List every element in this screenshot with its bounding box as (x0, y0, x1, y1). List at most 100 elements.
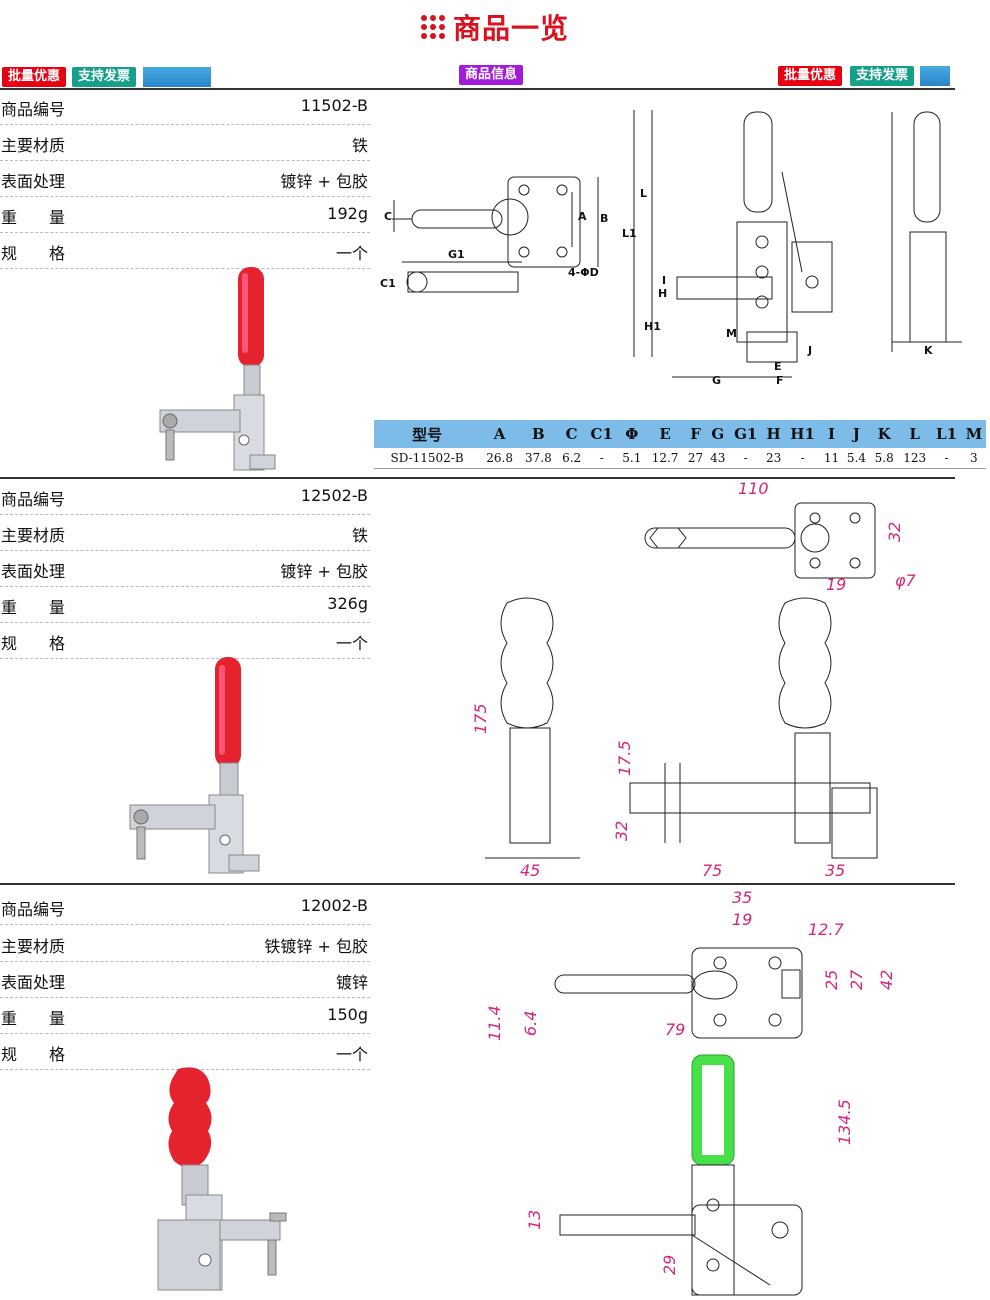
dim-label: G (712, 374, 721, 387)
dim-label: A (578, 210, 587, 223)
spec-row: 主要材质铁 (0, 124, 370, 161)
spec-key: 主要材质 (1, 937, 66, 956)
toggle-clamp-photo (129, 657, 260, 874)
dim-label: 6.4 (521, 1011, 540, 1036)
spec-value: 一个 (335, 1045, 368, 1064)
table-header-cell: G1 (728, 420, 763, 448)
table-header-cell: G (706, 420, 729, 448)
dim-label: 110 (738, 479, 769, 498)
spec-value: 11502-B (300, 96, 368, 115)
spec-value: 一个 (335, 634, 368, 653)
bulk-discount-tag-right: 批量优惠 (778, 66, 843, 86)
table-cell: 27 (684, 448, 707, 469)
table-header-cell: J (842, 420, 871, 448)
spec-key: 表面处理 (1, 973, 66, 992)
toggle-clamp-photo (157, 1067, 287, 1291)
page-title-wrap: 商品一览 (420, 7, 569, 47)
table-cell: 5.4 (842, 448, 871, 469)
spec-value: 326g (327, 594, 368, 613)
table-header-cell: F (684, 420, 707, 448)
dim-labels: 35 19 12.7 25 27 42 11.4 6.4 79 134.5 13… (485, 888, 896, 1275)
dim-label: H1 (644, 320, 661, 333)
spec-value: 铁镀锌 + 包胶 (264, 937, 368, 956)
dim-label: 75 (702, 861, 722, 880)
spec-key: 重 量 (1, 598, 66, 617)
dim-label: 12.7 (808, 920, 844, 939)
table-header-cell: I (820, 420, 843, 448)
dim-label: 32 (885, 522, 904, 542)
table-cell: SD-11502-B (374, 448, 481, 469)
technical-drawing-12502: 110 32 19 φ7 175 45 17.5 32 75 35 (471, 479, 917, 880)
dim-label: 134.5 (835, 1099, 854, 1145)
table-header-cell: E (645, 420, 685, 448)
spec-value: 镀锌 + 包胶 (280, 562, 368, 581)
product-info-tag: 商品信息 (459, 65, 524, 85)
spec-value: 192g (327, 204, 368, 223)
dim-label: 35 (825, 861, 845, 880)
table-cell: 11 (820, 448, 843, 469)
dim-label: C (384, 210, 392, 223)
table-cell: 23 (762, 448, 785, 469)
page-title: 商品一览 (452, 12, 569, 45)
spec-key: 表面处理 (1, 172, 66, 191)
spec-row: 表面处理 镀锌 (0, 961, 370, 998)
table-header-cell: L (898, 420, 932, 448)
dim-label: 32 (612, 821, 631, 841)
table-cell: 5.1 (617, 448, 646, 469)
table-cell: - (784, 448, 821, 469)
spec-row: 重 量 192g (0, 196, 370, 233)
spec-row: 主要材质 铁镀锌 + 包胶 (0, 925, 370, 962)
table-header-cell: K (870, 420, 899, 448)
dim-label: 29 (660, 1255, 679, 1275)
spec-key: 重 量 (1, 208, 66, 227)
table-cell: 37.8 (519, 448, 558, 469)
dim-label: 79 (665, 1020, 685, 1039)
table-cell: 5.8 (870, 448, 899, 469)
spec-row: 表面处理 镀锌 + 包胶 (0, 160, 370, 197)
table-cell: 26.8 (480, 448, 519, 469)
page-header: 商品一览 (0, 6, 990, 47)
table-cell: - (931, 448, 962, 469)
spec-row: 主要材质 铁 (0, 514, 370, 551)
technical-drawing-11502: C B A G1 4-ΦD C1 L1 L H H1 M I J E F G K (380, 110, 962, 387)
spec-key: 重 量 (1, 1009, 66, 1028)
table-header-cell: Φ (617, 420, 646, 448)
table-cell: - (728, 448, 763, 469)
dim-label: 42 (877, 970, 896, 990)
dim-label: E (774, 360, 782, 373)
dim-label: C1 (380, 277, 396, 290)
dim-label: 17.5 (615, 740, 634, 776)
spec-key: 主要材质 (1, 526, 66, 545)
dim-label: 11.4 (485, 1005, 504, 1041)
table-header-cell: H (762, 420, 785, 448)
table-header-cell: C (557, 420, 586, 448)
table-header-cell: 型号 (374, 420, 481, 448)
dim-label: 175 (471, 703, 490, 734)
dim-label: J (807, 344, 812, 357)
spec-value: 铁 (351, 526, 368, 545)
header-bar-right (920, 66, 950, 86)
spec-key: 规 格 (1, 244, 66, 263)
table-header-cell: L1 (931, 420, 962, 448)
spec-key: 商品编号 (1, 900, 66, 919)
table-cell: 3 (961, 448, 986, 469)
dim-label: 25 (822, 970, 841, 990)
dim-label: H (658, 287, 667, 300)
dim-label: 45 (520, 861, 540, 880)
header-bar-left (143, 67, 211, 87)
dim-label: 13 (525, 1210, 544, 1230)
table-cell: 123 (898, 448, 932, 469)
dim-labels: 110 32 19 φ7 175 45 17.5 32 75 35 (471, 479, 917, 880)
spec-value: 镀锌 + 包胶 (280, 172, 368, 191)
spec-row: 重 量 326g (0, 586, 370, 623)
spec-key: 规 格 (1, 634, 66, 653)
spec-key: 表面处理 (1, 562, 66, 581)
spec-value: 铁 (351, 136, 368, 155)
invoice-tag-right: 支持发票 (850, 66, 915, 86)
table-header-cell: C1 (585, 420, 618, 448)
spec-value: 镀锌 (335, 973, 368, 992)
dim-label: I (662, 274, 666, 287)
